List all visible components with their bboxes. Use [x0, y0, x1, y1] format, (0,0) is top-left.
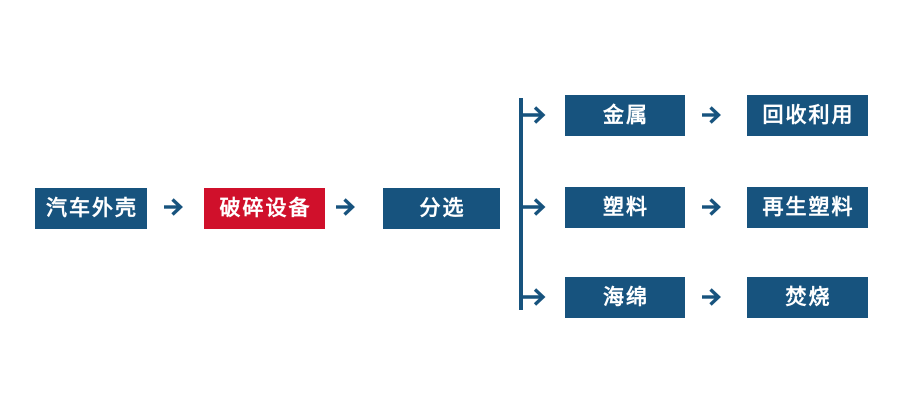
node-plastic: 塑料 — [565, 187, 685, 228]
branch-arrow-icon — [520, 106, 546, 124]
branch-arrow-icon — [520, 288, 546, 306]
node-sorting: 分选 — [383, 188, 500, 229]
flow-arrow-icon — [336, 198, 355, 216]
branch-arrow-icon — [520, 198, 546, 216]
node-crushing-equipment: 破碎设备 — [204, 188, 325, 229]
node-recycled-plastic: 再生塑料 — [747, 187, 868, 228]
node-metal: 金属 — [565, 95, 685, 136]
node-car-shell: 汽车外壳 — [35, 188, 147, 229]
flow-arrow-icon — [164, 198, 183, 216]
flow-arrow-icon — [702, 198, 721, 216]
flow-arrow-icon — [702, 106, 721, 124]
flow-arrow-icon — [702, 288, 721, 306]
node-recycling: 回收利用 — [747, 95, 868, 136]
node-incineration: 焚烧 — [747, 277, 868, 318]
branch-connector-line — [519, 98, 523, 310]
node-sponge: 海绵 — [565, 277, 685, 318]
